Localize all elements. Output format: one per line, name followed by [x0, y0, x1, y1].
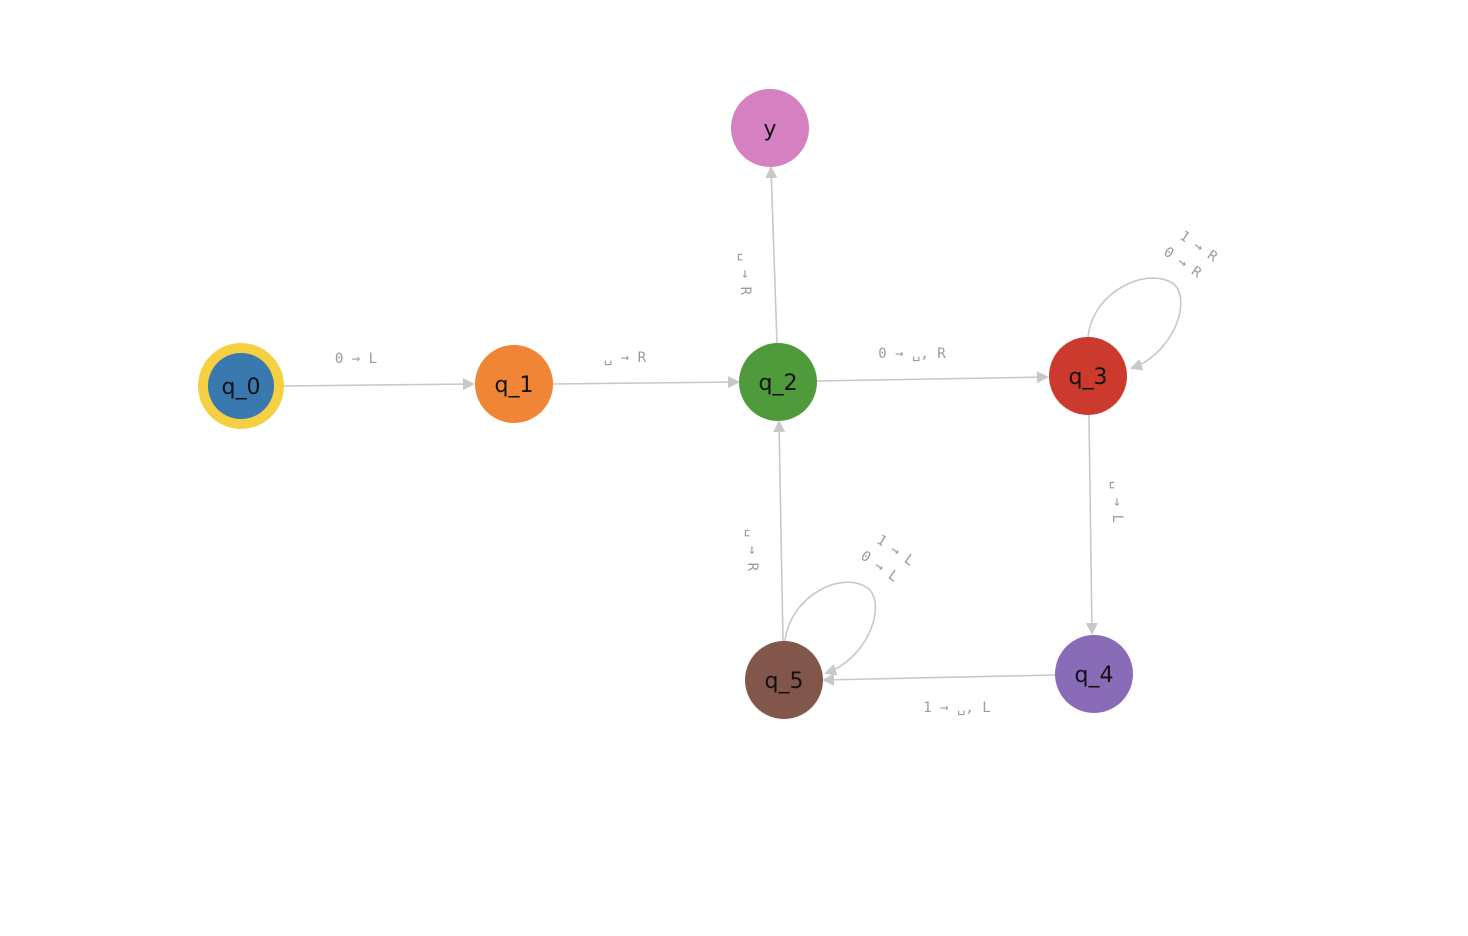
edge-q4-q5 — [822, 673, 1056, 686]
state-q3-circle — [1049, 337, 1127, 415]
state-q5-circle — [745, 641, 823, 719]
edge-q2-q3 — [816, 371, 1049, 384]
state-q1[interactable]: q_1 — [475, 345, 553, 423]
edge-label-q4-q5: 1 → ␣, L — [923, 700, 990, 716]
edge-q5-q2 — [773, 420, 786, 642]
state-q2[interactable]: q_2 — [739, 343, 817, 421]
state-q3-label: q_3 — [1069, 365, 1108, 390]
state-q3[interactable]: q_3 — [1049, 337, 1127, 415]
edge-q3-q4 — [1085, 414, 1098, 635]
edge-q5-loop — [784, 581, 877, 676]
edges — [282, 166, 1182, 686]
edge-label-q2-y: ␣ → R — [737, 253, 753, 296]
state-q0-label: q_0 — [222, 375, 261, 400]
state-q1-circle — [475, 345, 553, 423]
state-q5-label: q_5 — [765, 669, 804, 694]
edge-q2-y — [765, 166, 778, 344]
edge-q3-loop — [1087, 277, 1182, 371]
edge-label-q5-q2: ␣ → R — [744, 529, 760, 572]
edge-q0-q1 — [282, 378, 475, 391]
state-y-label: y — [763, 117, 776, 142]
state-q4-circle — [1055, 635, 1133, 713]
edge-label-q1-q2: ␣ → R — [604, 350, 647, 366]
state-q1-label: q_1 — [495, 373, 534, 398]
edge-label-q3-q4: ␣ → L — [1109, 481, 1125, 523]
edge-label-q2-q3: 0 → ␣, R — [878, 346, 946, 362]
edge-label-q0-q1: 0 → L — [335, 351, 377, 367]
state-y-circle — [731, 89, 809, 167]
state-q2-label: q_2 — [759, 371, 798, 396]
state-q5[interactable]: q_5 — [745, 641, 823, 719]
edge-q1-q2 — [552, 376, 740, 389]
state-q0-circle — [208, 353, 274, 419]
state-y[interactable]: y — [731, 89, 809, 167]
states: q_0 q_1 q_2 q_3 q_4 q_5 y — [198, 89, 1133, 719]
state-q2-circle — [739, 343, 817, 421]
state-q4-label: q_4 — [1075, 663, 1114, 688]
state-q4[interactable]: q_4 — [1055, 635, 1133, 713]
state-q0[interactable]: q_0 — [198, 343, 284, 429]
